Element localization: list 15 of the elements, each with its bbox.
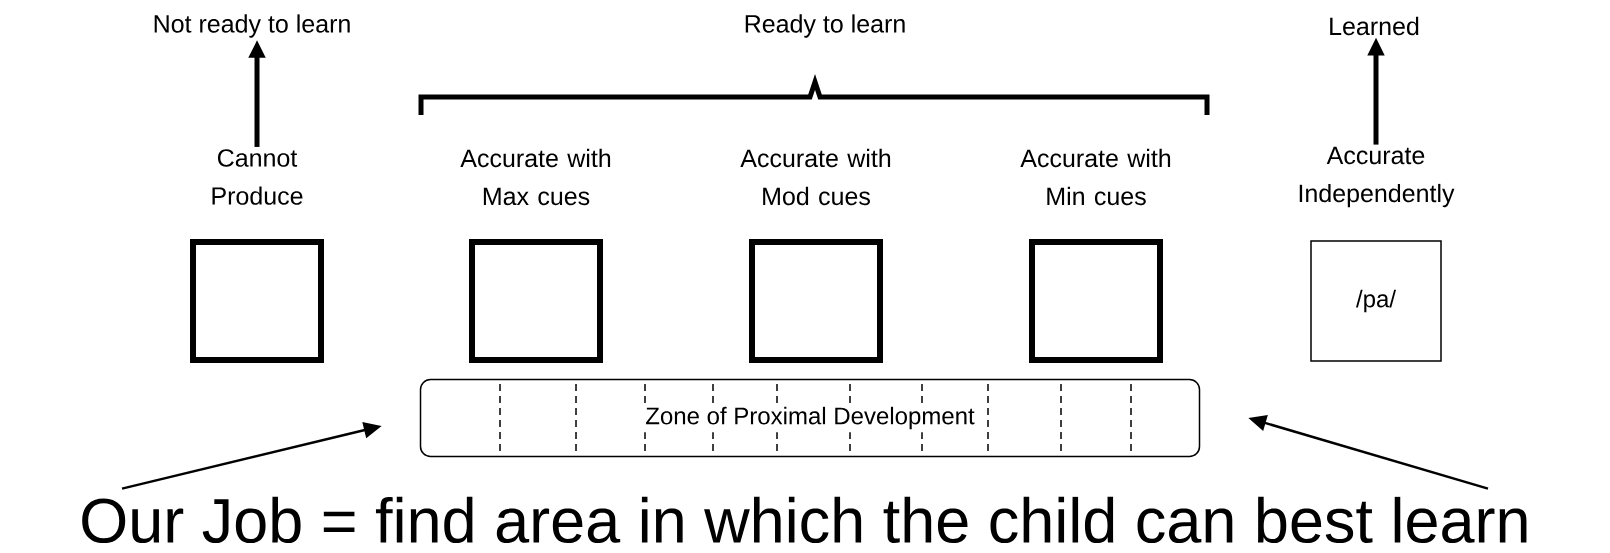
node-label: Accurate Independently (1299, 146, 1455, 208)
level-box: Accurate with Mod cues (740, 148, 891, 363)
level-box: Accurate with Max cues (460, 148, 611, 363)
node-label: Cannot Produce (212, 149, 303, 205)
level-box: Cannot Produce (190, 149, 324, 363)
target-label: Learned (1330, 16, 1419, 36)
target-label: Not ready to learn (154, 14, 350, 38)
node-label: Accurate with Max cues (460, 148, 611, 206)
zone-band: Zone of Proximal Development (419, 378, 1201, 458)
level-box: Accurate with Min cues (1020, 148, 1171, 363)
level-box: Accurate Independently /pa/ (1299, 146, 1455, 362)
goal-statement: Our Job = find area in which the child can best learn (82, 496, 1527, 544)
node-label: Accurate with Mod cues (740, 148, 891, 206)
group-label: Ready to learn (745, 14, 905, 38)
node-label: Accurate with Min cues (1020, 148, 1171, 206)
